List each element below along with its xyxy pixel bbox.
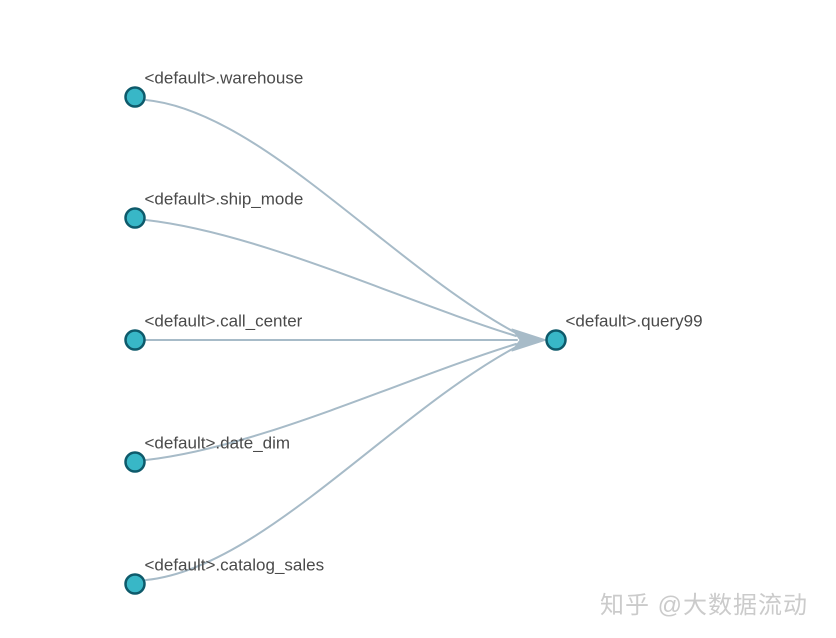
node-label-catalog_sales[interactable]: <default>.catalog_sales — [145, 556, 325, 575]
edge-warehouse-to-query99 — [145, 99, 517, 334]
node-warehouse[interactable] — [124, 86, 146, 108]
node-label-warehouse[interactable]: <default>.warehouse — [145, 69, 304, 88]
arrowhead-icon — [511, 328, 547, 352]
node-call_center[interactable] — [124, 329, 146, 351]
node-label-date_dim[interactable]: <default>.date_dim — [145, 434, 291, 453]
node-catalog_sales[interactable] — [124, 573, 146, 595]
node-label-call_center[interactable]: <default>.call_center — [145, 312, 303, 331]
node-label-ship_mode[interactable]: <default>.ship_mode — [145, 190, 304, 209]
edge-catalog_sales-to-query99 — [145, 346, 517, 581]
edge-date_dim-to-query99 — [145, 343, 517, 461]
edge-ship_mode-to-query99 — [145, 219, 517, 337]
node-ship_mode[interactable] — [124, 207, 146, 229]
node-date_dim[interactable] — [124, 451, 146, 473]
node-query99[interactable] — [545, 329, 567, 351]
node-label-query99[interactable]: <default>.query99 — [566, 312, 703, 331]
